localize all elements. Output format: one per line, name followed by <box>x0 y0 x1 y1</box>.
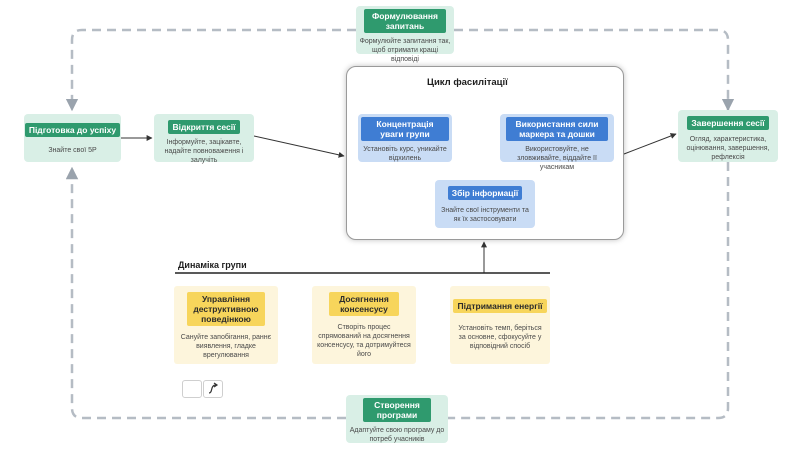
node-formulating-title: Формулювання запитань <box>364 9 446 33</box>
node-opening-title: Відкриття сесії <box>168 120 240 134</box>
node-closing-title: Завершення сесії <box>687 116 769 130</box>
node-opening-desc: Інформуйте, зацікавте, надайте повноваже… <box>164 139 244 164</box>
node-info-title: Збір інформації <box>447 186 523 200</box>
node-preparation-desc: Знайте свої 5Р <box>48 147 97 154</box>
connector-button[interactable] <box>203 380 223 398</box>
dynamics-card-behaviour-title: Управління деструктивною поведінкою <box>187 292 265 326</box>
node-formulating-desc: Формулюйте запитання так, щоб отримати к… <box>359 38 451 63</box>
node-preparation-title: Підготовка до успіху <box>24 123 121 137</box>
node-marker-title: Використання сили маркера та дошки <box>506 117 608 141</box>
node-program[interactable]: Створення програми Адаптуйте свою програ… <box>346 395 448 443</box>
node-info[interactable]: Збір інформації Знайте свої інструменти … <box>435 180 535 228</box>
node-marker-desc: Використовуйте, не зловживайте, віддайте… <box>517 146 597 171</box>
dynamics-card-behaviour-desc: Сануйте запобігання, раннє виявлення, гл… <box>180 334 272 359</box>
group-dynamics-title: Динаміка групи <box>178 260 247 270</box>
node-info-desc: Знайте свої інструменти та як їх застосо… <box>441 207 529 223</box>
facilitation-cycle-title: Цикл фасилітації <box>427 77 508 88</box>
node-closing-desc: Огляд, характеристика, оцінювання, завер… <box>686 136 770 161</box>
node-closing[interactable]: Завершення сесії Огляд, характеристика, … <box>678 110 778 162</box>
node-concentration-desc: Установіть курс, уникайте відхилень <box>363 146 447 162</box>
dynamics-card-energy-title: Підтримання енергії <box>453 299 547 313</box>
node-marker[interactable]: Використання сили маркера та дошки Викор… <box>500 114 614 171</box>
node-concentration-title: Концентрація уваги групи <box>361 117 449 141</box>
node-formulating[interactable]: Формулювання запитань Формулюйте запитан… <box>356 6 454 63</box>
dynamics-card-consensus[interactable]: Досягнення консенсусу Створіть процес сп… <box>312 286 416 364</box>
dynamics-card-consensus-desc: Створіть процес спрямований на досягненн… <box>317 324 411 358</box>
node-opening[interactable]: Відкриття сесії Інформуйте, зацікавте, н… <box>154 114 254 164</box>
toolbar-blank-button[interactable] <box>182 380 202 398</box>
dynamics-card-behaviour[interactable]: Управління деструктивною поведінкою Сану… <box>174 286 278 364</box>
dynamics-card-energy-desc: Установіть темп, беріться за основне, сф… <box>458 325 542 350</box>
node-concentration[interactable]: Концентрація уваги групи Установіть курс… <box>358 114 452 162</box>
node-preparation[interactable]: Підготовка до успіху Знайте свої 5Р <box>24 114 121 162</box>
connector-icon <box>208 382 219 394</box>
outer-loop <box>65 28 735 420</box>
node-program-title: Створення програми <box>363 398 431 422</box>
dynamics-card-consensus-title: Досягнення консенсусу <box>329 292 399 316</box>
dynamics-card-energy[interactable]: Підтримання енергії Установіть темп, бер… <box>450 286 550 364</box>
node-program-desc: Адаптуйте свою програму до потреб учасни… <box>349 427 445 443</box>
